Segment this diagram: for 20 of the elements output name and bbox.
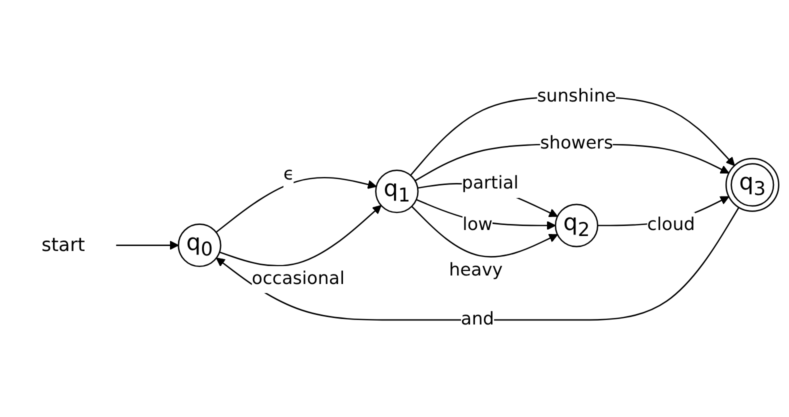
edge-label: heavy xyxy=(448,260,503,281)
edge-label: ϵ xyxy=(283,164,294,185)
node-text: start xyxy=(41,234,85,256)
edge-label: cloud xyxy=(647,214,695,236)
node-circle: q$_{0}$ xyxy=(178,223,222,268)
arrow xyxy=(410,96,735,176)
edge-label: partial xyxy=(462,173,519,194)
arrow xyxy=(116,240,179,250)
node-circle: q$_{2}$ xyxy=(554,204,598,248)
edge-label: occasional xyxy=(252,268,345,289)
edge-label: and xyxy=(460,308,494,330)
arrow xyxy=(219,205,382,266)
arrow xyxy=(216,207,740,321)
node-circle: q$_{1}$ xyxy=(375,170,419,214)
arrow xyxy=(411,206,558,258)
arrow xyxy=(216,176,377,233)
edge-label: showers xyxy=(540,133,614,154)
edge-label: sunshine xyxy=(537,86,616,107)
node-circle: q$_{3}$ xyxy=(725,158,780,212)
edge-label: low xyxy=(462,214,493,236)
